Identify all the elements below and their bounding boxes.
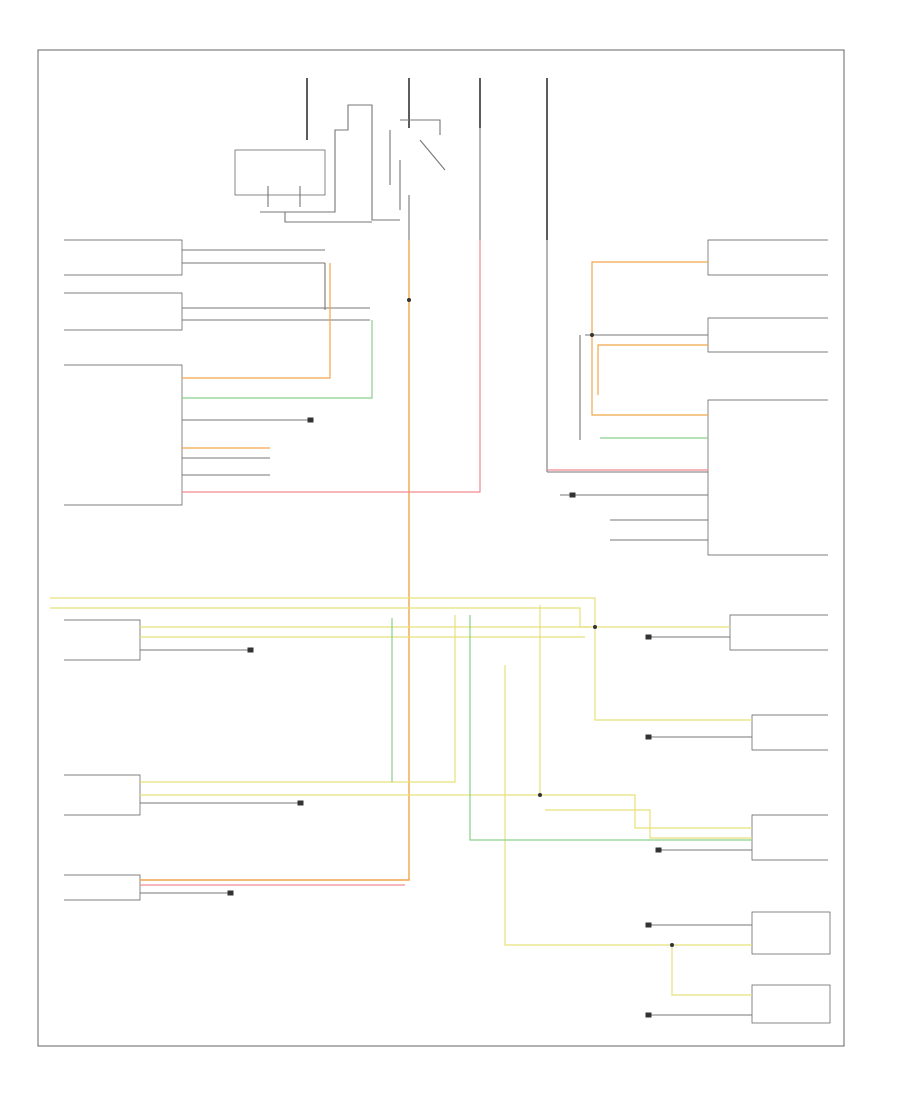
module-driver-rear-handle: [64, 292, 183, 331]
module-electronic: [64, 774, 141, 816]
wire-green-receiver: [182, 320, 373, 399]
ground-rr: [645, 1012, 652, 1018]
splices: [407, 298, 674, 947]
wire-yellow-bus-2: [50, 607, 730, 628]
relay-box: [234, 149, 326, 196]
module-lift-gate: [751, 911, 831, 955]
module-driver-door-handle: [64, 239, 183, 276]
wire-yellow-bus-1: [50, 597, 752, 721]
module-left-rr-door: [751, 714, 828, 751]
diagram-frame: [37, 49, 845, 1047]
splice-orange: [407, 298, 411, 302]
module-left-front-door: [64, 619, 141, 661]
ground-rfd: [645, 634, 652, 640]
module-passenger-door-handle: [707, 239, 828, 276]
switch-lines: [389, 119, 441, 185]
wire-yellow-em-2: [140, 794, 752, 829]
wire-yellow-right-rr: [545, 809, 752, 839]
splice-yellow: [538, 793, 542, 797]
wire-orange-passenger-2: [597, 344, 708, 395]
right-modules: [546, 239, 831, 1024]
left-modules: [64, 239, 370, 901]
wire-yellow-rear-right: [671, 945, 752, 996]
wire-orange-main: [140, 240, 410, 881]
ground-lfd: [247, 647, 254, 653]
wire-yellow-em-1: [140, 615, 456, 783]
module-right-rr: [751, 814, 828, 861]
ground-lrr: [645, 734, 652, 740]
relay-feed-path: [260, 104, 400, 221]
module-right-fr-door: [729, 614, 828, 651]
splice-passenger: [590, 333, 594, 337]
ground-bl: [227, 890, 234, 896]
wire-yellow-vertical: [504, 665, 752, 946]
wire-orange-passenger: [591, 261, 708, 416]
module-bottom-left: [64, 874, 141, 901]
colored-wires: [50, 240, 752, 996]
wire-orange-rx1: [182, 263, 331, 379]
splice-rfd: [593, 625, 597, 629]
wire-green-can: [391, 615, 752, 841]
module-receiver: [64, 364, 183, 506]
grounds: [227, 417, 662, 1018]
ground-lg: [645, 922, 652, 928]
ground-em: [297, 800, 304, 806]
module-passenger-control: [707, 399, 828, 556]
module-rear-right: [751, 984, 831, 1024]
ground-rx: [307, 417, 314, 423]
relay-ground-path: [284, 212, 372, 223]
note-block: [555, 68, 605, 118]
ground-pc: [569, 492, 576, 498]
top-power-section: [234, 68, 605, 240]
wire-pink-receiver: [182, 240, 481, 493]
switch-contact: [399, 139, 446, 210]
module-passenger-rear-handle: [707, 317, 828, 353]
ground-rrr: [655, 847, 662, 853]
splice-lift: [670, 943, 674, 947]
